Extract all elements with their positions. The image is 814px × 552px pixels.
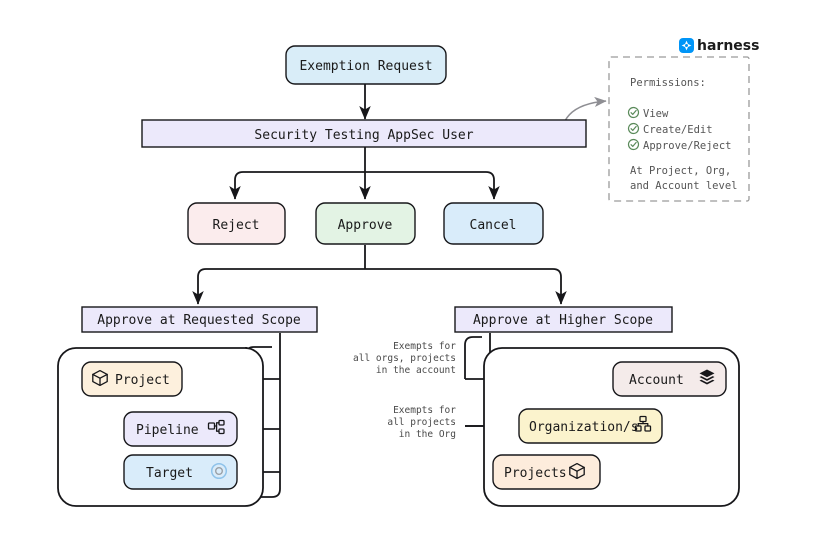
account-exempt-line-3: in the account — [376, 365, 456, 376]
pipeline-node[interactable]: Pipeline — [123, 411, 238, 447]
org-exempt-line-1: Exempts for — [393, 405, 456, 416]
permission-label-create-edit: Create/Edit — [643, 124, 713, 136]
organization-node[interactable]: Organization/s — [518, 408, 663, 444]
harness-brand-label: harness — [697, 38, 759, 54]
edge-higher-corner-a — [464, 336, 482, 346]
reject-label: Reject — [213, 218, 260, 233]
higher-scope-label: Approve at Higher Scope — [473, 313, 653, 328]
requested-scope-label: Approve at Requested Scope — [97, 313, 301, 328]
permission-item-view: View — [627, 106, 669, 120]
target-label: Target — [146, 466, 193, 481]
appsec-user-label: Security Testing AppSec User — [254, 128, 473, 143]
edge-actor-to-cancel — [365, 171, 500, 200]
project-node[interactable]: Project — [81, 361, 183, 397]
edge-approve-to-requested — [192, 268, 365, 305]
permission-item-create-edit: Create/Edit — [627, 122, 713, 136]
pipeline-label: Pipeline — [136, 423, 199, 438]
higher-scope-box[interactable] — [454, 306, 673, 333]
check-circle-icon — [627, 106, 640, 119]
target-box[interactable] — [123, 454, 238, 490]
project-box[interactable] — [81, 361, 183, 397]
permission-item-approve-reject: Approve/Reject — [627, 138, 732, 152]
check-circle-icon — [627, 122, 640, 135]
cube-icon — [569, 462, 585, 480]
layers-icon — [699, 369, 715, 385]
projects-label: Projects — [504, 466, 567, 481]
permission-label-view: View — [643, 108, 669, 120]
reject-node[interactable]: Reject — [187, 202, 286, 245]
account-exempt-note: Exempts for all orgs, projects in the ac… — [353, 341, 456, 376]
reject-box[interactable] — [187, 202, 286, 245]
project-label: Project — [115, 373, 170, 388]
permissions-panel: Permissions: View Create/Edit — [608, 56, 750, 202]
target-node[interactable]: Target — [123, 454, 238, 490]
permissions-footer-line-2: and Account level — [630, 180, 737, 192]
account-exempt-line-1: Exempts for — [393, 341, 456, 352]
permission-label-approve-reject: Approve/Reject — [643, 140, 732, 152]
cancel-box[interactable] — [443, 202, 544, 245]
higher-scope-header[interactable]: Approve at Higher Scope — [454, 306, 673, 333]
exemption-request-label: Exemption Request — [299, 59, 432, 74]
appsec-user-box[interactable] — [141, 119, 587, 148]
org-exempt-line-2: all projects — [387, 417, 456, 428]
cube-icon — [92, 369, 108, 387]
target-icon — [210, 462, 228, 480]
projects-node[interactable]: Projects — [492, 454, 601, 490]
account-label: Account — [629, 373, 684, 388]
pipeline-icon — [207, 419, 225, 435]
exemption-request-node[interactable]: Exemption Request — [285, 45, 447, 85]
org-exempt-note: Exempts for all projects in the Org — [387, 405, 456, 440]
harness-brand: harness — [679, 38, 759, 54]
approve-node[interactable]: Approve — [315, 202, 416, 245]
account-node[interactable]: Account — [612, 361, 727, 397]
org-chart-icon — [634, 415, 652, 432]
check-circle-icon — [627, 138, 640, 151]
cancel-label: Cancel — [470, 218, 517, 233]
exemption-request-box[interactable] — [285, 45, 447, 85]
approve-box[interactable] — [315, 202, 416, 245]
appsec-user-node[interactable]: Security Testing AppSec User — [141, 119, 587, 148]
cancel-node[interactable]: Cancel — [443, 202, 544, 245]
approve-label: Approve — [338, 218, 393, 233]
edge-approve-to-higher — [365, 268, 567, 305]
edge-requested-trunk — [244, 333, 281, 498]
account-exempt-line-2: all orgs, projects — [353, 353, 456, 364]
requested-scope-header[interactable]: Approve at Requested Scope — [81, 306, 318, 333]
permissions-footer-line-1: At Project, Org, — [630, 165, 731, 177]
account-box[interactable] — [612, 361, 727, 397]
permissions-title: Permissions: — [630, 77, 706, 89]
organization-box[interactable] — [518, 408, 663, 444]
requested-scope-box[interactable] — [81, 306, 318, 333]
harness-logo-icon — [679, 38, 694, 53]
edge-actor-to-reject — [229, 171, 365, 200]
pipeline-box[interactable] — [123, 411, 238, 447]
org-exempt-line-3: in the Org — [399, 429, 456, 440]
permissions-panel-border — [608, 56, 750, 202]
projects-box[interactable] — [492, 454, 601, 490]
organization-label: Organization/s — [529, 420, 639, 435]
